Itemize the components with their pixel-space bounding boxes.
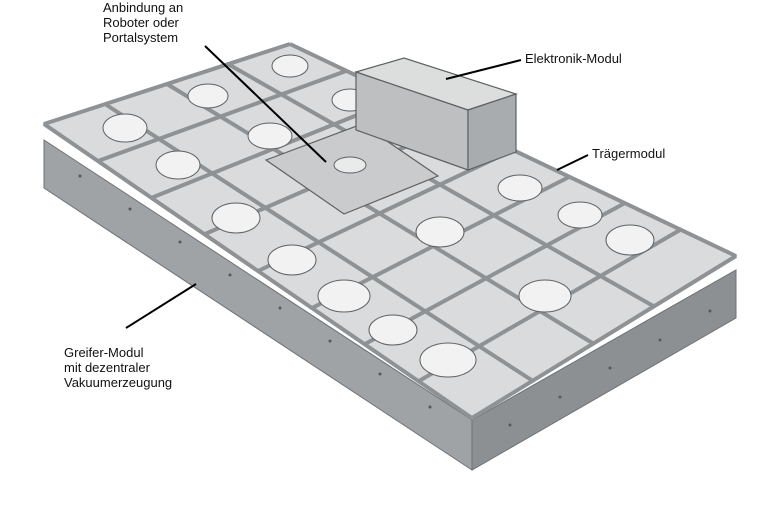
leader-line-greifer	[125, 283, 197, 329]
label-gripper-module-line-3: Vakuumerzeugung	[64, 375, 173, 390]
gripper-base-bolt-row	[78, 174, 712, 427]
label-gripper-module-line-2: mit dezentraler	[64, 360, 150, 375]
label-robot-interface-line-3: Portalsystem	[103, 30, 179, 45]
leader-line-anbindung	[204, 45, 327, 163]
gripper-base-front-face	[471, 269, 737, 471]
label-robot-interface-line-2: Roboter oder	[103, 15, 179, 30]
label-gripper-module-line-1: Greifer-Modul	[64, 345, 144, 360]
label-carrier-module: Trägermodul	[592, 146, 666, 161]
label-robot-interface-line-1: Anbindung an	[103, 0, 184, 15]
label-robot-interface: Anbindung an Roboter oder Portalsystem	[103, 0, 183, 45]
leader-line-elektronik	[445, 59, 522, 80]
label-gripper-module: Greifer-Modul mit dezentraler Vakuumerze…	[64, 345, 172, 390]
leader-line-traeger	[556, 154, 589, 171]
electronics-module-side	[467, 93, 517, 171]
robot-interface-flange	[333, 156, 367, 174]
label-electronics-module: Elektronik-Modul	[525, 51, 622, 66]
